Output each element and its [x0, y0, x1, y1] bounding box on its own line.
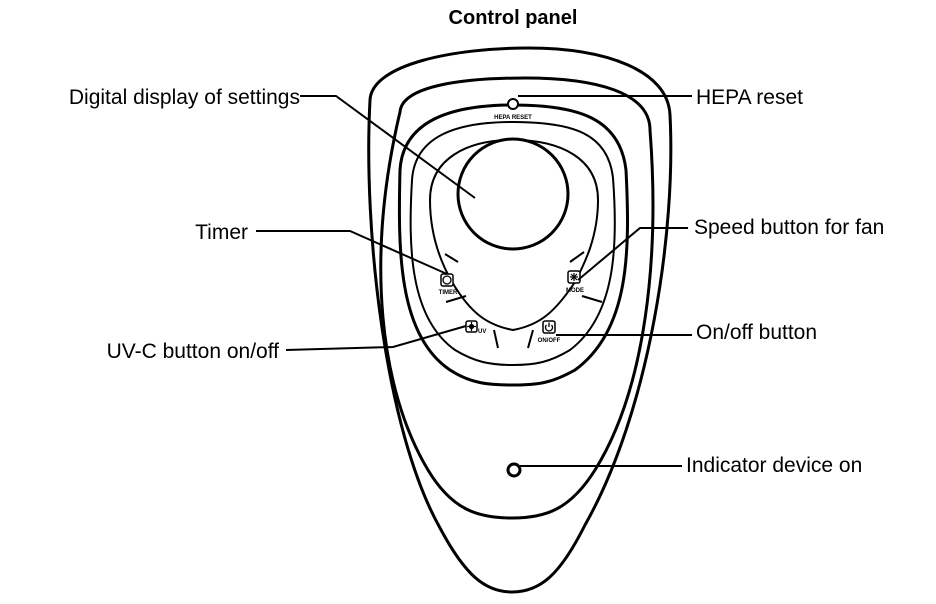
onoff-mark: ON/OFF	[538, 338, 561, 344]
fan-icon	[570, 273, 578, 281]
device-body	[367, 46, 673, 594]
sun-icon	[467, 322, 476, 331]
speed-mark: MODE	[566, 288, 584, 294]
separator-left-upper	[444, 253, 459, 263]
separator-right-lower	[581, 295, 603, 303]
uv-button[interactable]: UV	[465, 320, 486, 335]
label-speed: Speed button for fan	[694, 216, 884, 239]
control-panel: HEPA RESET TIMER MODE	[397, 98, 629, 387]
label-display: Digital display of settings	[69, 86, 300, 109]
diagram-title: Control panel	[449, 7, 578, 29]
leader-uvc	[285, 325, 467, 351]
separator-bottom-left	[493, 329, 499, 349]
label-indicator: Indicator device on	[686, 454, 862, 477]
label-timer: Timer	[195, 221, 248, 244]
digital-display	[456, 137, 570, 251]
label-uvc: UV-C button on/off	[107, 340, 280, 363]
device-outer-shell	[367, 46, 673, 594]
separator-bottom-right	[527, 329, 534, 349]
separator-left-lower	[445, 295, 467, 303]
timer-button[interactable]: TIMER	[439, 273, 458, 296]
timer-mark: TIMER	[439, 290, 458, 296]
label-onoff: On/off button	[696, 321, 817, 344]
leader-timer	[256, 230, 448, 275]
led-ring-icon	[506, 462, 522, 478]
separator-right-upper	[569, 251, 585, 263]
uv-mark: UV	[478, 329, 486, 335]
leader-display	[300, 95, 476, 199]
device-inner-shell	[379, 76, 655, 520]
onoff-button[interactable]: ON/OFF	[538, 320, 561, 344]
callout-labels: Digital display of settings HEPA reset T…	[69, 86, 884, 477]
leader-lines	[256, 95, 692, 467]
clock-icon	[442, 275, 452, 285]
leader-speed	[577, 227, 688, 281]
hepa-led-icon[interactable]	[507, 98, 519, 110]
power-icon	[544, 322, 554, 332]
label-hepa-reset: HEPA reset	[696, 86, 803, 109]
speed-button[interactable]: MODE	[566, 270, 584, 294]
control-panel-inner-rim	[409, 120, 616, 367]
hepa-reset-mark: HEPA RESET	[494, 115, 532, 121]
